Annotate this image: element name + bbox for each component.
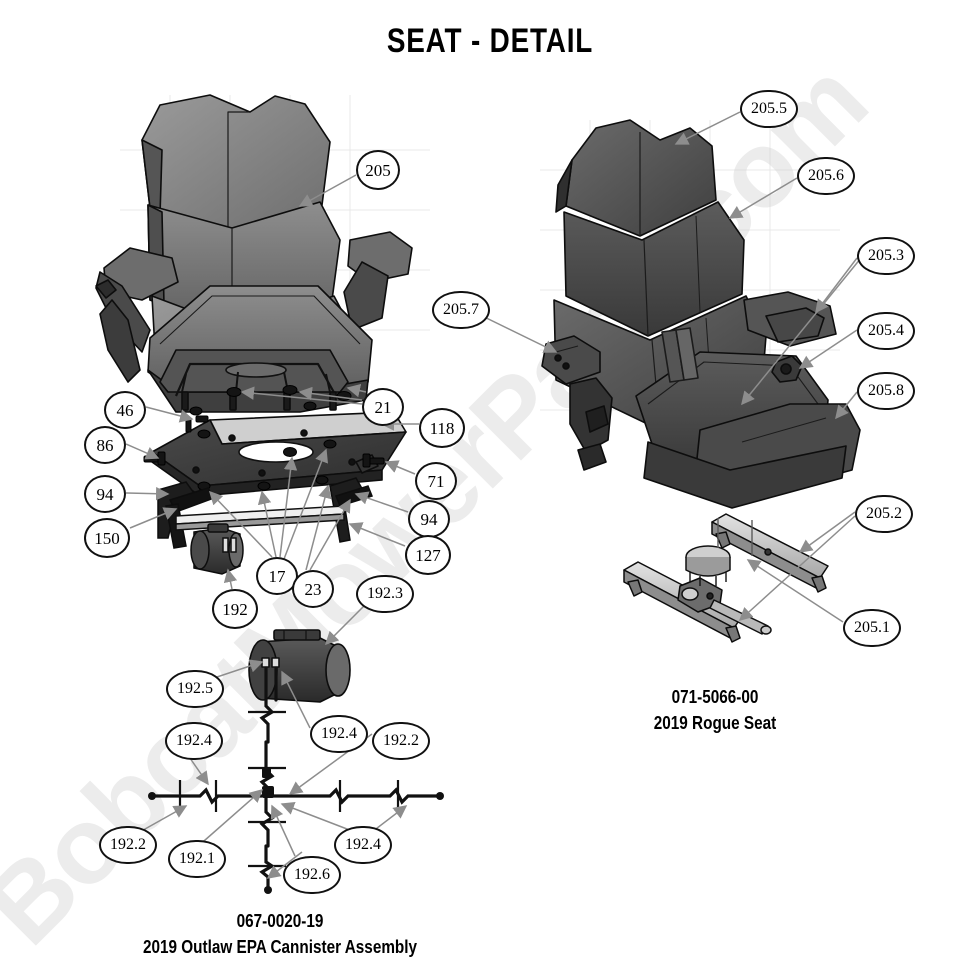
callout-94-left[interactable]: 94 (84, 475, 126, 513)
callout-205-4[interactable]: 205.4 (857, 312, 915, 350)
callout-71[interactable]: 71 (415, 462, 457, 500)
callout-46[interactable]: 46 (104, 391, 146, 429)
callout-205-6[interactable]: 205.6 (797, 157, 855, 195)
callout-21[interactable]: 21 (362, 388, 404, 426)
callout-192-4-lower-right[interactable]: 192.4 (334, 826, 392, 864)
callout-192-5[interactable]: 192.5 (166, 670, 224, 708)
callout-192-4-upper-right[interactable]: 192.4 (310, 715, 368, 753)
callout-192-2-left[interactable]: 192.2 (99, 826, 157, 864)
cannister-part-number: 067-0020-19 (236, 911, 324, 931)
callout-205-2[interactable]: 205.2 (855, 495, 913, 533)
callout-205-5[interactable]: 205.5 (740, 90, 798, 128)
callout-17[interactable]: 17 (256, 557, 298, 595)
callout-150[interactable]: 150 (84, 518, 130, 558)
callout-205-3[interactable]: 205.3 (857, 237, 915, 275)
callout-205-1[interactable]: 205.1 (843, 609, 901, 647)
rogue-seat-caption: 071-5066-00 2019 Rogue Seat (590, 684, 840, 736)
callout-192-3[interactable]: 192.3 (356, 575, 414, 613)
callout-94-right[interactable]: 94 (408, 500, 450, 538)
callout-205[interactable]: 205 (356, 150, 400, 190)
callout-192-6[interactable]: 192.6 (283, 856, 341, 894)
callout-192[interactable]: 192 (212, 589, 258, 629)
callout-127[interactable]: 127 (405, 535, 451, 575)
cannister-caption: 067-0020-19 2019 Outlaw EPA Cannister As… (115, 908, 445, 960)
page-title: SEAT - DETAIL (386, 22, 594, 60)
rogue-seat-part-number: 071-5066-00 (671, 687, 759, 707)
callout-192-1[interactable]: 192.1 (168, 840, 226, 878)
callout-192-2-right[interactable]: 192.2 (372, 722, 430, 760)
callout-118[interactable]: 118 (419, 408, 465, 448)
cannister-description: 2019 Outlaw EPA Cannister Assembly (142, 937, 418, 958)
callout-205-7[interactable]: 205.7 (432, 291, 490, 329)
callout-192-4-upper-left[interactable]: 192.4 (165, 722, 223, 760)
callout-23[interactable]: 23 (292, 570, 334, 608)
callout-205-8[interactable]: 205.8 (857, 372, 915, 410)
callout-86[interactable]: 86 (84, 426, 126, 464)
rogue-seat-description: 2019 Rogue Seat (653, 713, 777, 734)
